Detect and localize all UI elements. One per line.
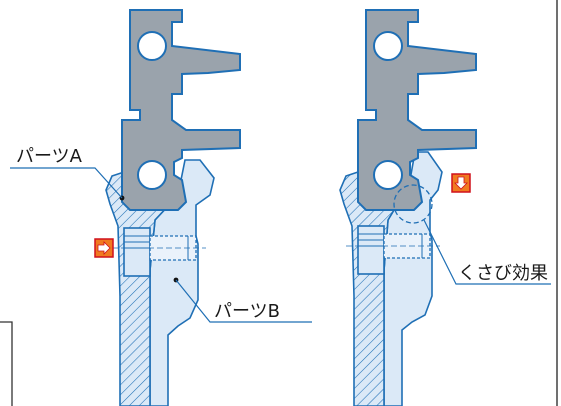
left-assembly [105,9,241,406]
part-b-leader-line [175,279,312,323]
arrow-down-icon [451,173,471,193]
part-a-leader-line [10,167,123,199]
wedge-effect-circle [393,184,433,224]
arrow-right-icon [94,238,114,258]
wedge-effect-label: くさび効果 [458,263,548,284]
left-frame-edge [0,321,13,406]
left-aluminum-profile [121,9,241,211]
part-b-label: パーツB [214,301,280,322]
right-assembly [339,9,477,406]
wedge-effect-leader-line [423,219,551,285]
part-a-label: パーツA [16,146,83,167]
